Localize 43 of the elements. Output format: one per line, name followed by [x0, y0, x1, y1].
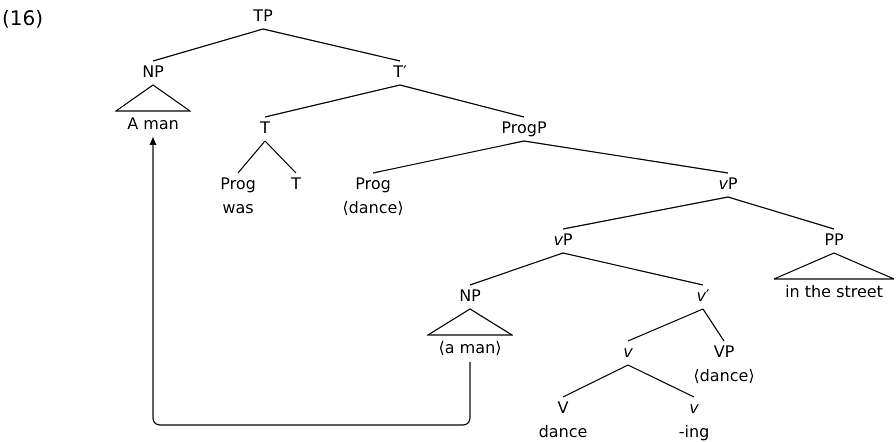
node-label: Prog: [355, 173, 391, 195]
tree-branch: [372, 140, 524, 174]
word-label: ⟨dance⟩: [693, 365, 755, 387]
node-label: VP: [714, 341, 734, 363]
node-label: NP: [459, 285, 481, 307]
tree-branch: [562, 252, 704, 286]
node-label: T′: [393, 61, 407, 83]
node-label: vP: [718, 173, 738, 195]
word-label: dance: [538, 421, 588, 442]
node-label: T: [260, 117, 270, 139]
tree-branch: [238, 140, 266, 174]
node-label: NP: [142, 61, 164, 83]
node-label: Prog: [220, 173, 256, 195]
word-label: A man: [127, 113, 179, 135]
node-label: V: [558, 397, 568, 419]
tree-branch: [728, 196, 834, 230]
tree-branch: [152, 28, 264, 62]
tree-branch: [262, 28, 400, 62]
word-label: in the street: [785, 281, 883, 303]
node-label: T: [291, 173, 301, 195]
tree-branch: [628, 308, 704, 342]
movement-arrow: [150, 137, 471, 426]
node-label: vP: [553, 229, 573, 251]
word-label: -ing: [678, 421, 710, 442]
tree-branch: [400, 84, 524, 118]
word-label: was: [222, 197, 254, 219]
node-label: v′: [696, 285, 710, 307]
node-label: TP: [253, 5, 273, 27]
tree-branch: [628, 364, 694, 398]
word-label: ⟨dance⟩: [342, 197, 404, 219]
tree-branch: [264, 140, 296, 174]
tree-branch: [702, 308, 724, 342]
tree-branch: [562, 196, 728, 230]
word-label: ⟨a man⟩: [438, 337, 502, 359]
node-label: PP: [824, 229, 844, 251]
node-label: v: [623, 341, 633, 363]
node-label: v: [689, 397, 699, 419]
node-label: ProgP: [501, 117, 547, 139]
tree-branch: [562, 364, 628, 398]
tree-branch: [264, 84, 400, 118]
tree-branch: [524, 140, 728, 174]
tree-branch: [470, 252, 564, 286]
example-number: (16): [2, 6, 44, 30]
